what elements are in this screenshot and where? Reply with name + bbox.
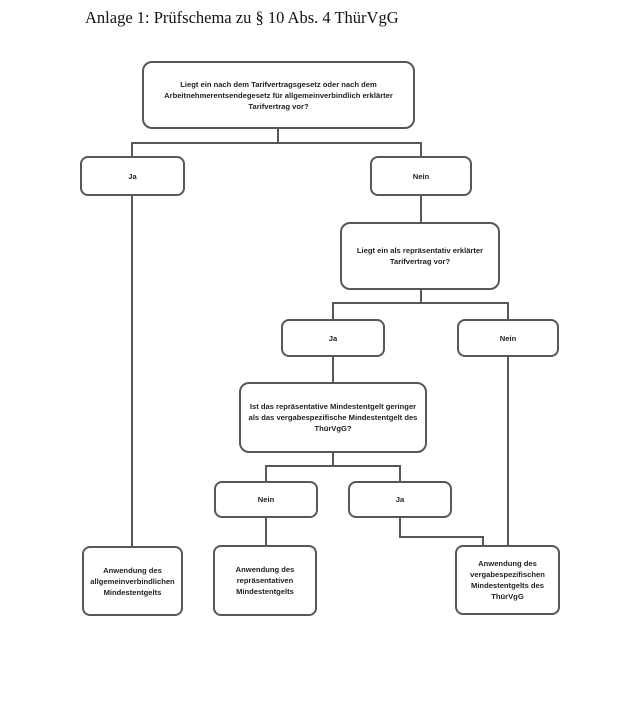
connector — [131, 142, 422, 144]
connector — [399, 465, 401, 481]
node-q2-answer-nein: Nein — [457, 319, 559, 357]
node-q1-answer-ja: Ja — [80, 156, 185, 196]
node-label: Nein — [257, 495, 275, 504]
node-label: Anwendung des vergabespezifischen Mindes… — [470, 559, 545, 601]
node-label: Liegt ein nach dem Tarifvertragsgesetz o… — [164, 79, 393, 111]
node-label: Ja — [128, 171, 137, 181]
node-label: Anwendung des repräsentativen Mindestent… — [235, 565, 295, 596]
node-label: Anwendung des allgemeinverbindlichen Min… — [90, 565, 175, 597]
connector — [332, 302, 509, 304]
connector — [420, 142, 422, 156]
node-result-allgemeinverbindliches-mindestentgelt: Anwendung des allgemeinverbindlichen Min… — [82, 546, 183, 616]
node-label: Ja — [328, 333, 338, 343]
node-label: Nein — [412, 171, 430, 181]
connector — [420, 196, 422, 222]
connector — [265, 518, 267, 545]
node-question-mindestentgelt-vergleich: Ist das repräsentative Mindestentgelt ge… — [239, 382, 427, 453]
connector — [265, 465, 267, 481]
connector — [131, 196, 133, 546]
connector — [332, 302, 334, 319]
page-title: Anlage 1: Prüfschema zu § 10 Abs. 4 Thür… — [85, 8, 399, 27]
connector — [482, 536, 484, 545]
node-q1-answer-nein: Nein — [370, 156, 472, 196]
node-question-repraesentativ: Liegt ein als repräsentativ erklärter Ta… — [340, 222, 500, 290]
connector — [399, 536, 484, 538]
node-label: Ja — [395, 495, 405, 504]
connector — [399, 518, 401, 538]
connector — [332, 357, 334, 382]
node-q3-answer-ja: Ja — [348, 481, 452, 518]
node-result-repraesentatives-mindestentgelt: Anwendung des repräsentativen Mindestent… — [213, 545, 317, 616]
node-label: Nein — [499, 333, 517, 343]
connector — [507, 357, 509, 545]
node-label: Ist das repräsentative Mindestentgelt ge… — [248, 402, 418, 433]
connector — [265, 465, 401, 467]
node-label: Liegt ein als repräsentativ erklärter Ta… — [356, 246, 484, 266]
connector — [507, 302, 509, 319]
node-result-vergabespezifisches-mindestentgelt: Anwendung des vergabespezifischen Mindes… — [455, 545, 560, 615]
connector — [277, 129, 279, 144]
node-q3-answer-nein: Nein — [214, 481, 318, 518]
node-q2-answer-ja: Ja — [281, 319, 385, 357]
connector — [332, 453, 334, 466]
node-question-tarifvertragsgesetz: Liegt ein nach dem Tarifvertragsgesetz o… — [142, 61, 415, 129]
connector — [131, 142, 133, 156]
connector — [420, 290, 422, 303]
